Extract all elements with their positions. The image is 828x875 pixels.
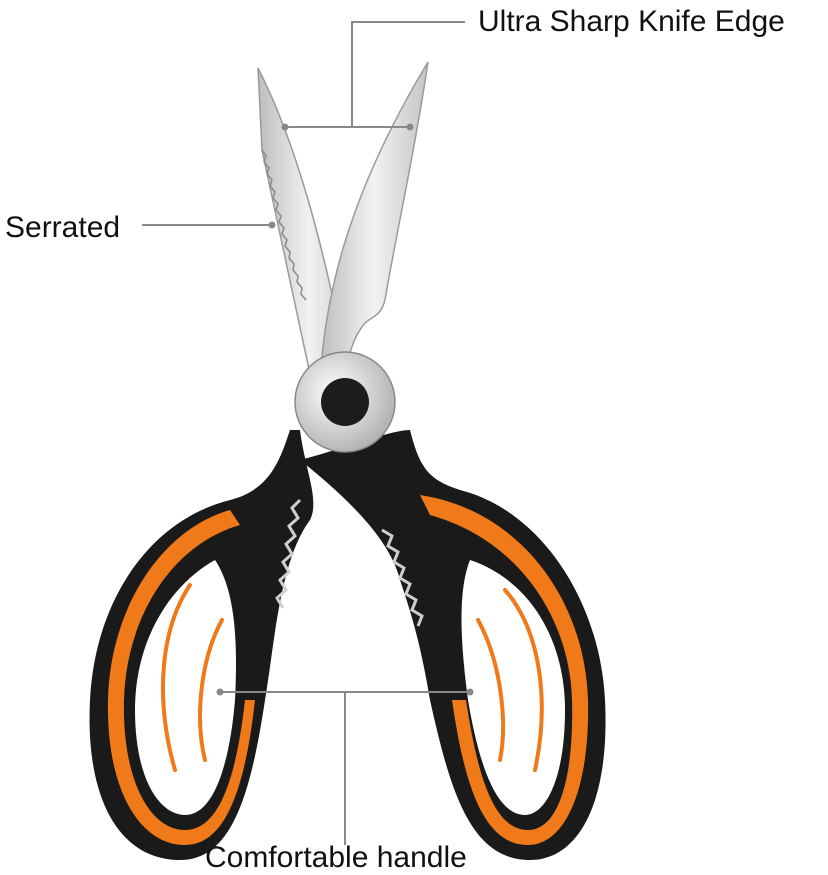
pivot-screw-icon — [321, 378, 369, 426]
right-handle-orange-grip — [420, 495, 589, 845]
knife-edge-blade — [319, 61, 429, 392]
blade-edge-callout — [351, 21, 465, 127]
left-handle-teeth — [275, 498, 302, 609]
left-grip-accent — [198, 618, 224, 762]
right-grip-accent — [503, 588, 544, 772]
handle-label: Comfortable handle — [205, 841, 467, 874]
left-handle-inner-loop — [135, 560, 236, 815]
serration-teeth — [261, 149, 307, 301]
left-handle-orange-grip — [107, 510, 255, 845]
right-handle-teeth — [381, 528, 424, 627]
left-grip-accent — [161, 583, 192, 772]
blade-edge-label: Ultra Sharp Knife Edge — [478, 5, 785, 38]
callout-lines — [142, 21, 470, 845]
right-grip-accent — [476, 618, 506, 762]
serrated-label: Serrated — [5, 211, 121, 244]
callout-dots — [216, 123, 474, 696]
